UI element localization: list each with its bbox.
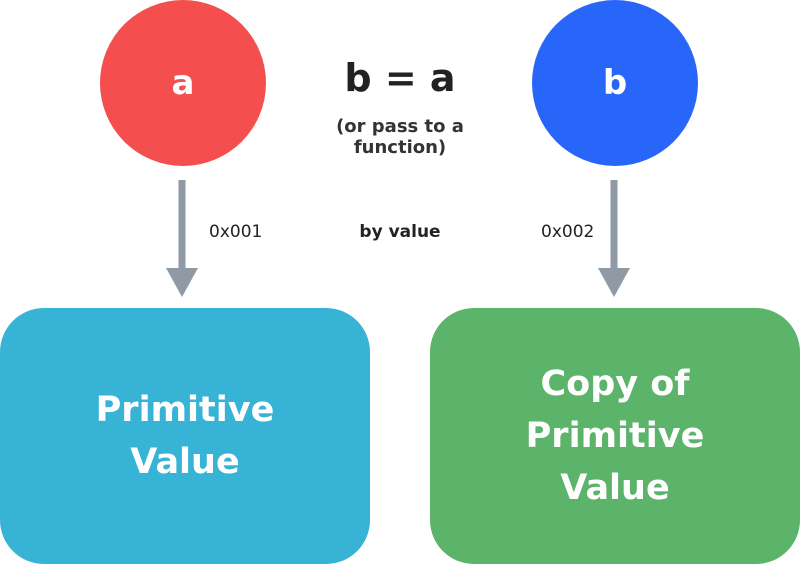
- assignment-note: (or pass to a function): [336, 116, 464, 158]
- assignment-expression: b = a: [344, 56, 456, 100]
- variable-b-circle: b: [532, 0, 698, 166]
- address-a: 0x001: [209, 222, 263, 242]
- primitive-value-box: Primitive Value: [0, 308, 370, 564]
- variable-b-label: b: [602, 63, 628, 103]
- arrow-b-to-copy: [598, 180, 630, 297]
- arrow-a-to-primitive: [166, 180, 198, 297]
- primitive-value-text: Primitive Value: [95, 390, 275, 482]
- address-b: 0x002: [541, 222, 595, 242]
- variable-a-label: a: [171, 63, 195, 103]
- variable-a-circle: a: [100, 0, 266, 166]
- copy-value-box: Copy of Primitive Value: [430, 308, 800, 564]
- by-value-label: by value: [359, 222, 441, 242]
- copy-value-text: Copy of Primitive Value: [525, 364, 705, 508]
